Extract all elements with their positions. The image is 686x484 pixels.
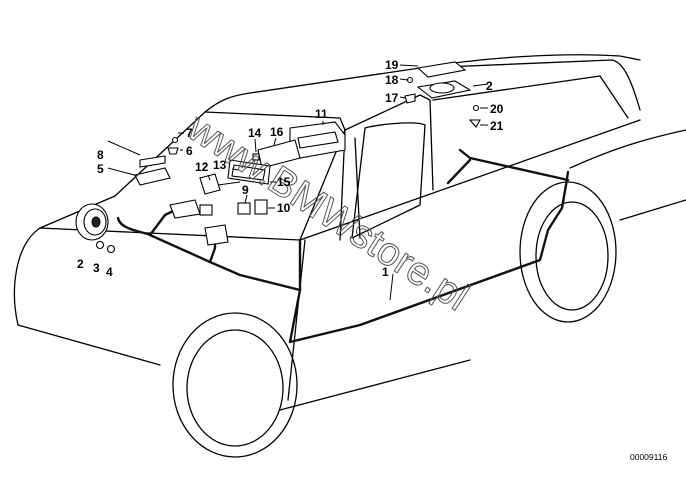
callout-15: 15 [277, 175, 291, 189]
callout-12: 12 [195, 160, 209, 174]
callout-7: 7 [186, 126, 193, 140]
callout-17: 17 [385, 91, 399, 105]
dash-connectors [169, 199, 229, 246]
reference-number: 00009116 [630, 452, 667, 462]
car-body [13, 54, 686, 411]
callout-11: 11 [315, 107, 328, 121]
callout-labels: 1 2 2 3 4 5 6 7 8 9 10 11 12 13 14 15 16… [77, 58, 504, 279]
front-wheel [172, 312, 298, 458]
wiring-harness [116, 148, 570, 344]
callout-2-rear: 2 [486, 79, 493, 93]
callout-1: 1 [382, 265, 389, 279]
callout-20: 20 [490, 102, 504, 116]
callout-13: 13 [213, 158, 227, 172]
callout-8: 8 [97, 148, 104, 162]
leader-lines [107, 64, 489, 301]
callout-9: 9 [242, 183, 249, 197]
callout-19: 19 [385, 58, 399, 72]
callout-14: 14 [248, 126, 262, 140]
callout-5: 5 [97, 162, 104, 176]
front-speaker [75, 203, 116, 254]
callout-16: 16 [270, 125, 284, 139]
tweeter-assembly [134, 136, 179, 186]
callout-3: 3 [93, 261, 100, 275]
callout-4: 4 [106, 265, 113, 279]
rear-speaker-assembly [404, 61, 481, 128]
radio-components [199, 121, 346, 215]
callout-6: 6 [186, 144, 193, 158]
rear-wheel [519, 181, 617, 323]
callout-18: 18 [385, 73, 399, 87]
callout-2-front: 2 [77, 257, 84, 271]
callout-10: 10 [277, 201, 291, 215]
callout-21: 21 [490, 119, 504, 133]
